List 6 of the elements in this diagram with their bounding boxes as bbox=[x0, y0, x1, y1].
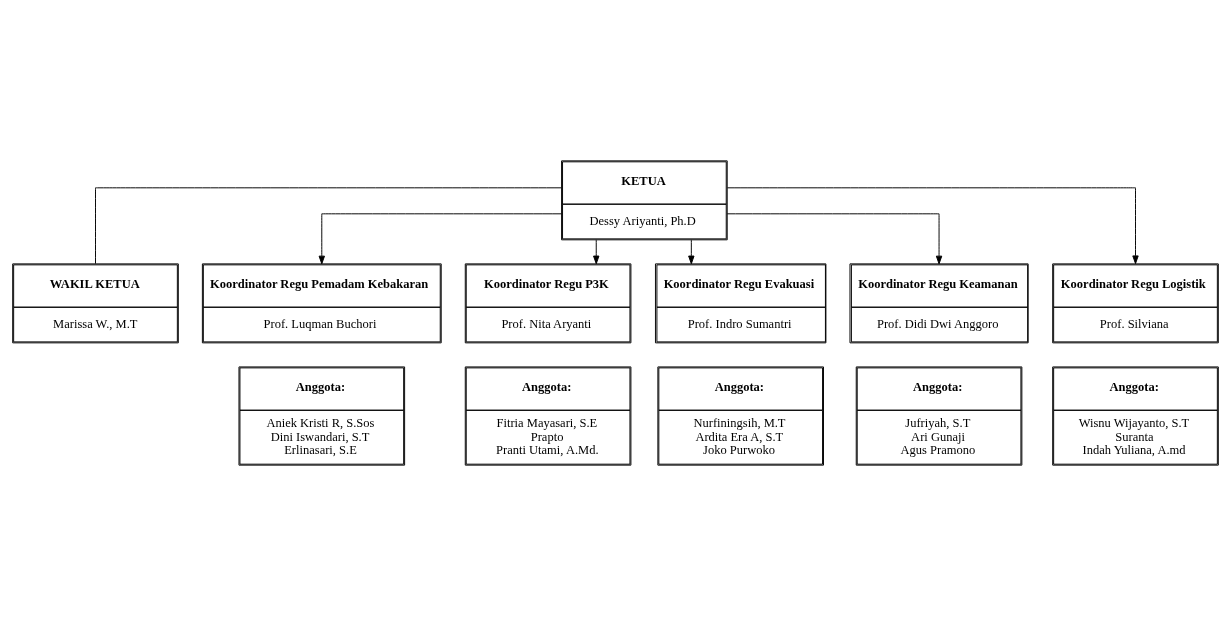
arrow bbox=[726, 186, 1139, 264]
connector bbox=[95, 186, 562, 264]
arrow bbox=[318, 212, 562, 264]
arrow bbox=[593, 238, 600, 264]
arrow bbox=[726, 212, 943, 264]
arrow bbox=[688, 238, 695, 264]
